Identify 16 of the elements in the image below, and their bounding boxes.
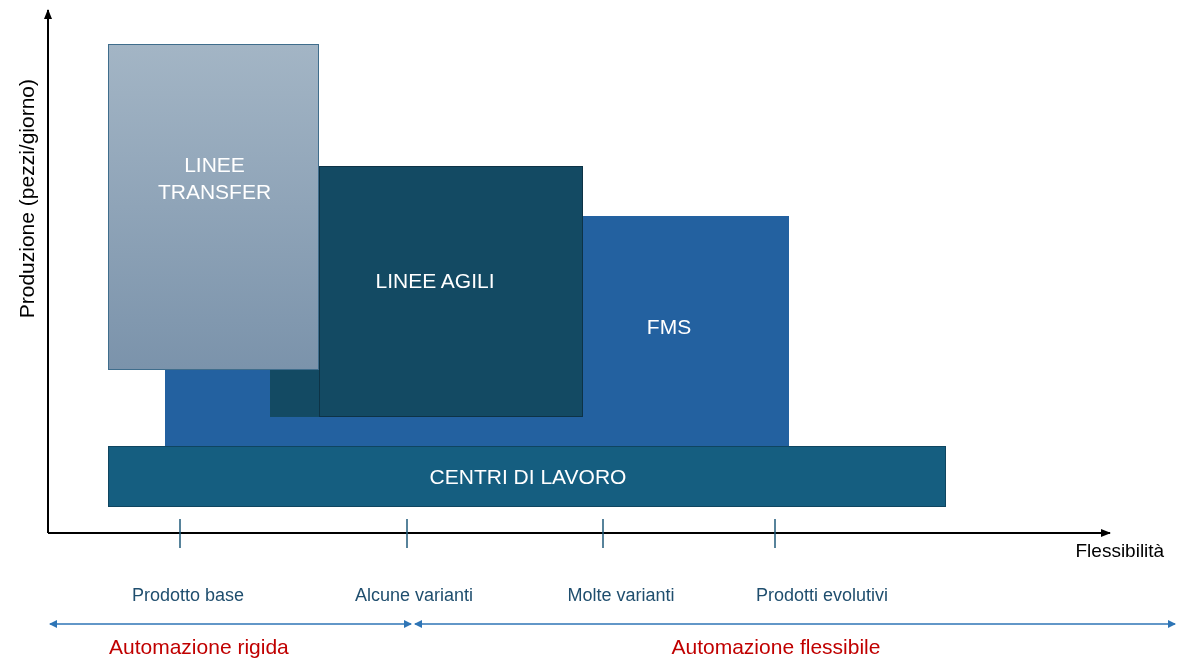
block-label: LINEE AGILI: [374, 268, 496, 294]
tick-label: Prodotto base: [132, 584, 245, 606]
production-block: [583, 216, 789, 446]
range-label: Automazione flessibile: [671, 635, 881, 659]
production-block: [108, 44, 319, 370]
tick-label: Alcune varianti: [355, 584, 474, 606]
range-label: Automazione rigida: [109, 635, 289, 659]
axis-title: Produzione (pezzi/giorno): [15, 78, 39, 318]
production-block: [319, 166, 583, 417]
production-block: [108, 446, 946, 507]
tick-label: Prodotti evolutivi: [756, 584, 889, 606]
block-label: LINEE TRANSFER: [156, 152, 273, 206]
block-label: FMS: [645, 314, 693, 340]
axis-title: Flessibilità: [1075, 540, 1165, 562]
tick-label: Molte varianti: [567, 584, 675, 606]
block-label: CENTRI DI LAVORO: [428, 464, 628, 490]
